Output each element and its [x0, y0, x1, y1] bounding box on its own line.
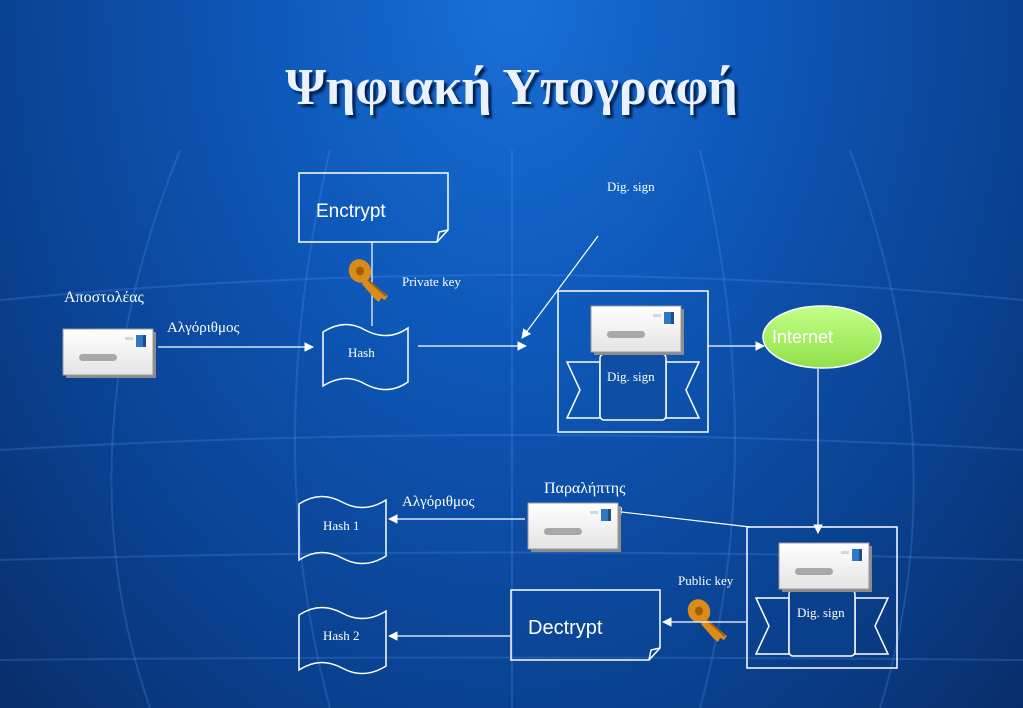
received-packet-box: Dig. sign [746, 526, 898, 669]
hash2-scroll-icon [298, 606, 387, 675]
dig-sign-top-label: Dig. sign [607, 179, 655, 194]
received-to-receiver-arrow [612, 507, 751, 528]
receiver-envelope-icon [527, 502, 622, 553]
dig-sign-received-label: Dig. sign [797, 605, 845, 620]
signed-packet-box: Dig. sign [557, 290, 709, 433]
internet-node: Internet [762, 305, 882, 369]
hash2-label: Hash 2 [323, 628, 359, 643]
hash1-label: Hash 1 [323, 518, 359, 533]
hash-scroll-icon [322, 323, 409, 391]
decrypt-box: Dectrypt [510, 589, 661, 661]
encrypt-label: Enctrypt [316, 201, 386, 222]
receiver-label: Παραλήπτης [544, 480, 626, 497]
page-title: Ψηφιακή Υπογραφή [285, 59, 738, 116]
sender-envelope-icon [62, 328, 157, 379]
algorithm-top-label: Αλγόριθμος [167, 320, 239, 336]
public-key-icon [682, 594, 728, 643]
decrypt-label: Dectrypt [528, 617, 603, 639]
sender-label: Αποστολέας [64, 289, 145, 306]
private-key-label: Private key [402, 274, 461, 289]
packet-envelope-icon [590, 305, 685, 356]
dig-sign-packet-label: Dig. sign [607, 369, 655, 384]
received-envelope-icon [778, 542, 873, 593]
algorithm-bottom-label: Αλγόριθμος [402, 494, 474, 510]
hash-label: Hash [348, 345, 375, 360]
public-key-label: Public key [678, 573, 734, 588]
key-icon [343, 254, 389, 303]
hash1-scroll-icon [298, 495, 387, 565]
dig-sign-arrow [521, 235, 599, 339]
encrypt-box: Enctrypt [298, 172, 449, 243]
internet-label: Internet [772, 327, 833, 347]
